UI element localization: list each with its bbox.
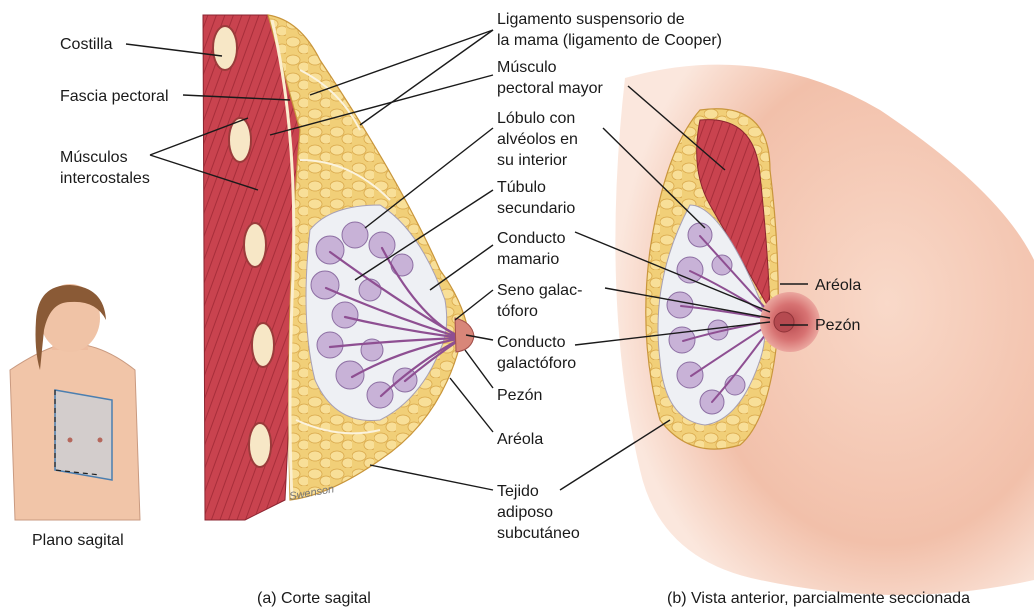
label-areola-right: Aréola (815, 275, 861, 296)
label-plano-sagital: Plano sagital (32, 530, 124, 551)
sagittal-plane-figure (10, 284, 140, 520)
label-pezon-right: Pezón (815, 315, 860, 336)
label-pezon: Pezón (497, 385, 542, 406)
label-costilla: Costilla (60, 34, 112, 55)
rib (252, 323, 274, 367)
sagittal-plane (55, 390, 112, 480)
caption-a: (a) Corte sagital (257, 588, 371, 609)
label-tubulo: Túbulo secundario (497, 177, 575, 219)
figure-nipple-right (98, 438, 103, 443)
label-conducto-galactoforo: Conducto galactóforo (497, 332, 576, 374)
rib (213, 26, 237, 70)
leader-pezon (465, 350, 493, 388)
label-areola: Aréola (497, 429, 543, 450)
leader-ligamento-2 (360, 30, 493, 125)
figure-nipple-left (68, 438, 73, 443)
caption-b: (b) Vista anterior, parcialmente seccion… (667, 588, 970, 609)
label-musculo-pectoral: Músculo pectoral mayor (497, 57, 603, 99)
nipple-a (455, 318, 474, 352)
label-tejido-adiposo: Tejido adiposo subcutáneo (497, 481, 580, 544)
rib (244, 223, 266, 267)
leader-tejido (370, 465, 493, 490)
label-seno-galactoforo: Seno galac- tóforo (497, 280, 582, 322)
nipple-b (774, 312, 794, 332)
label-musculos-intercostales: Músculos intercostales (60, 147, 150, 189)
leader-ligamento (310, 30, 493, 95)
leader-areola (450, 378, 493, 432)
label-ligamento: Ligamento suspensorio de la mama (ligame… (497, 9, 722, 51)
rib (249, 423, 271, 467)
label-fascia-pectoral: Fascia pectoral (60, 86, 169, 107)
label-conducto-mamario: Conducto mamario (497, 228, 566, 270)
label-lobulo: Lóbulo con alvéolos en su interior (497, 108, 578, 171)
